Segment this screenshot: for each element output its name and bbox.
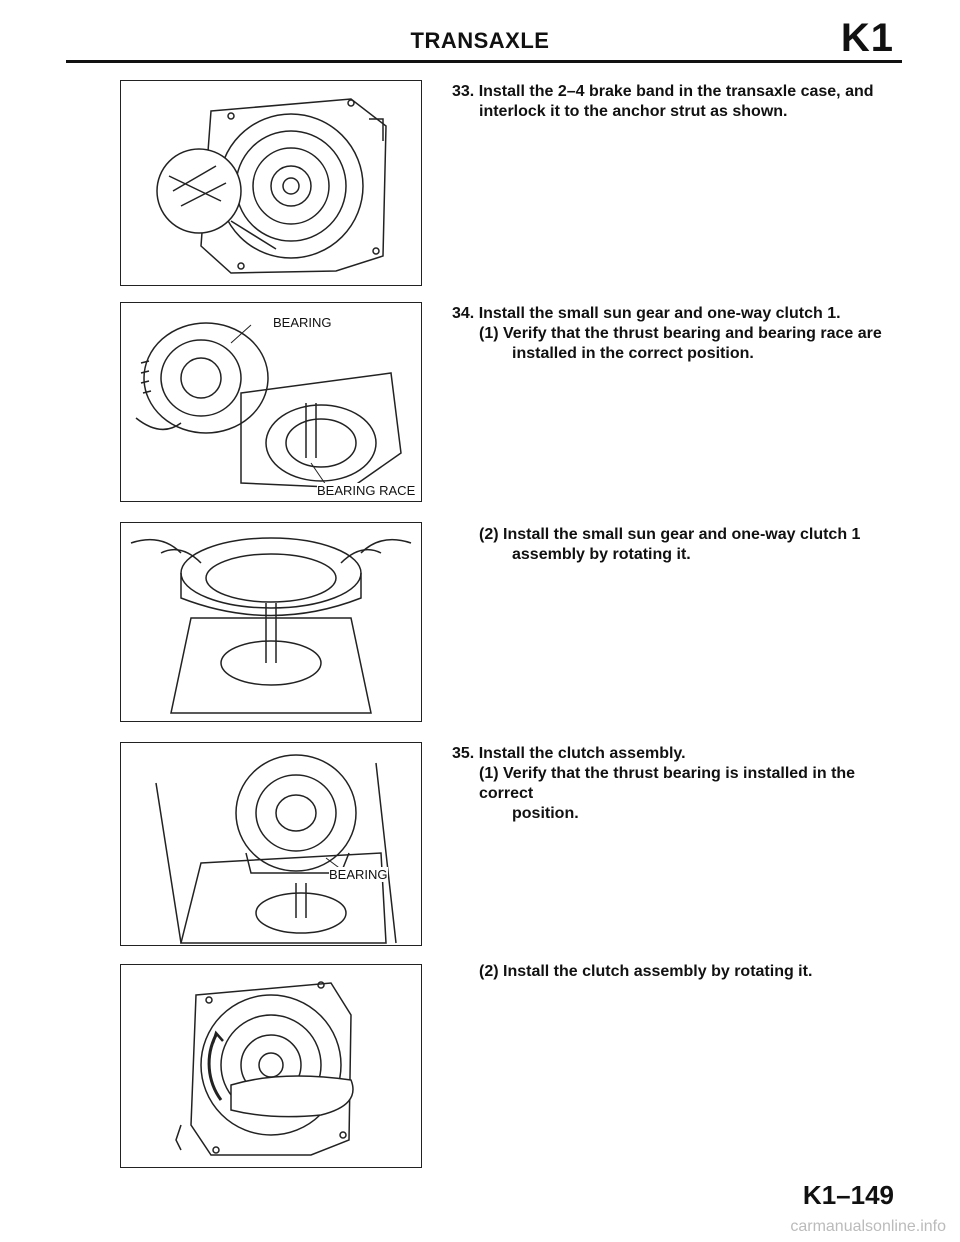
figure-sun-gear-rotate <box>120 522 422 722</box>
step-35-sub2-line-1: (2) Install the clutch assembly by rotat… <box>479 963 813 980</box>
label-bearing-race: BEARING RACE <box>317 483 416 498</box>
step-33-line-1: 33. Install the 2–4 brake band in the tr… <box>452 83 874 100</box>
watermark: carmanualsonline.info <box>790 1218 946 1235</box>
step-35-sub1-line-2: position. <box>512 805 579 822</box>
figure-brake-band <box>120 80 422 286</box>
figure-sun-gear-bearing: BEARING BEARING RACE <box>120 302 422 502</box>
step-33-line-2: interlock it to the anchor strut as show… <box>479 103 788 120</box>
step-34-sub1-line-2: installed in the correct position. <box>512 345 754 362</box>
label-bearing: BEARING <box>329 867 388 882</box>
step-34-line-1: 34. Install the small sun gear and one-w… <box>452 305 841 322</box>
section-code: K1 <box>840 16 894 60</box>
sun-gear-rotate-illustration <box>130 537 412 714</box>
step-35: 35. Install the clutch assembly. (1) Ver… <box>452 744 902 824</box>
figure-clutch-rotate <box>120 964 422 1168</box>
clutch-bearing-illustration <box>155 754 397 944</box>
page-header-title: TRANSAXLE <box>410 28 550 53</box>
step-34-sub2-line-1: (2) Install the small sun gear and one-w… <box>479 526 861 543</box>
sun-gear-bearing-illustration <box>135 322 402 489</box>
label-bearing: BEARING <box>273 315 332 330</box>
step-34: 34. Install the small sun gear and one-w… <box>452 304 902 364</box>
step-34-sub2: (2) Install the small sun gear and one-w… <box>452 525 902 565</box>
header-rule <box>66 60 902 63</box>
step-33: 33. Install the 2–4 brake band in the tr… <box>452 82 902 122</box>
step-34-sub1-line-1: (1) Verify that the thrust bearing and b… <box>479 325 882 342</box>
clutch-rotate-illustration <box>175 981 354 1156</box>
step-34-sub2-line-2: assembly by rotating it. <box>512 546 691 563</box>
brake-band-illustration <box>156 98 387 274</box>
step-35-sub1-line-1: (1) Verify that the thrust bearing is in… <box>479 765 856 802</box>
step-35-sub2: (2) Install the clutch assembly by rotat… <box>452 962 902 982</box>
page-number: K1–149 <box>802 1180 894 1210</box>
figure-clutch-bearing: BEARING <box>120 742 422 946</box>
step-35-line-1: 35. Install the clutch assembly. <box>452 745 686 762</box>
